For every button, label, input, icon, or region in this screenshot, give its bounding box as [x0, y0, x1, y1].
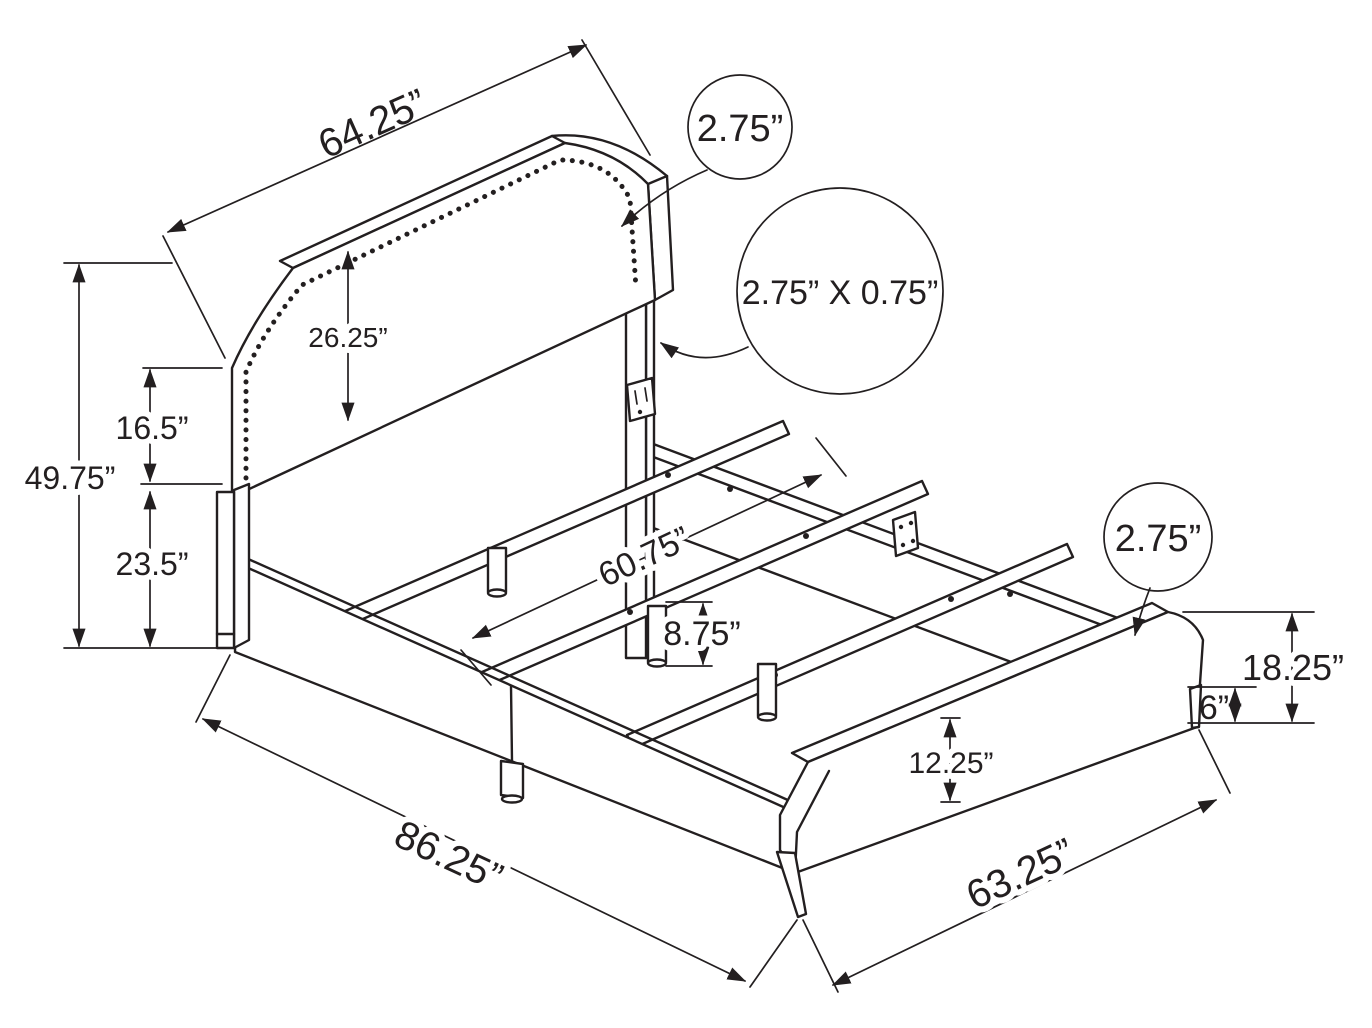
footboard-front-leg: [775, 850, 808, 919]
dim-overall-width: [802, 729, 1231, 993]
callout-post-size: [659, 187, 944, 395]
label-headboard-total-height: 49.75”: [25, 460, 116, 496]
headboard: [230, 134, 675, 499]
dim-overall-length: [195, 654, 798, 988]
label-footboard-corner: 2.75”: [1115, 518, 1202, 560]
label-footboard-panel-height: 12.25”: [908, 747, 993, 780]
nailhead-trim: [243, 157, 639, 481]
dimension-annotations: [63, 39, 1315, 993]
post-bracket: [625, 376, 657, 423]
dim-left-heights: [63, 262, 225, 649]
label-headboard-post: 2.75” X 0.75”: [742, 274, 939, 312]
center-leg-1: [486, 546, 508, 594]
dimension-labels: 64.25” 2.75” 2.75” X 0.75” 26.25” 49.75”…: [19, 81, 1350, 924]
rail-bracket: [891, 510, 920, 558]
label-headboard-width: 64.25”: [312, 81, 434, 167]
dim-center-leg: [665, 601, 713, 667]
label-footboard-total-height: 18.25”: [1242, 647, 1344, 688]
label-center-leg-height: 8.75”: [663, 615, 741, 653]
rail-center-leg: [499, 759, 525, 800]
label-headboard-upper-height: 16.5”: [116, 410, 189, 446]
dim-slat-length: [460, 437, 847, 686]
headboard-leg: [215, 482, 251, 650]
label-footboard-leg-height: 6”: [1199, 689, 1229, 727]
rail-seam: [509, 684, 514, 763]
center-leg-3: [756, 662, 778, 718]
callout-nailhead: [621, 74, 793, 227]
label-panel-height: 26.25”: [308, 322, 387, 353]
callout-footboard-corner: [1103, 482, 1213, 637]
dim-footboard-heights: [1182, 611, 1315, 724]
dim-headboard-width: [162, 39, 651, 359]
label-headboard-lower-height: 23.5”: [116, 546, 189, 582]
label-overall-width: 63.25”: [960, 830, 1081, 918]
label-nailhead-trim: 2.75”: [697, 108, 784, 150]
label-overall-length: 86.25”: [388, 812, 509, 900]
